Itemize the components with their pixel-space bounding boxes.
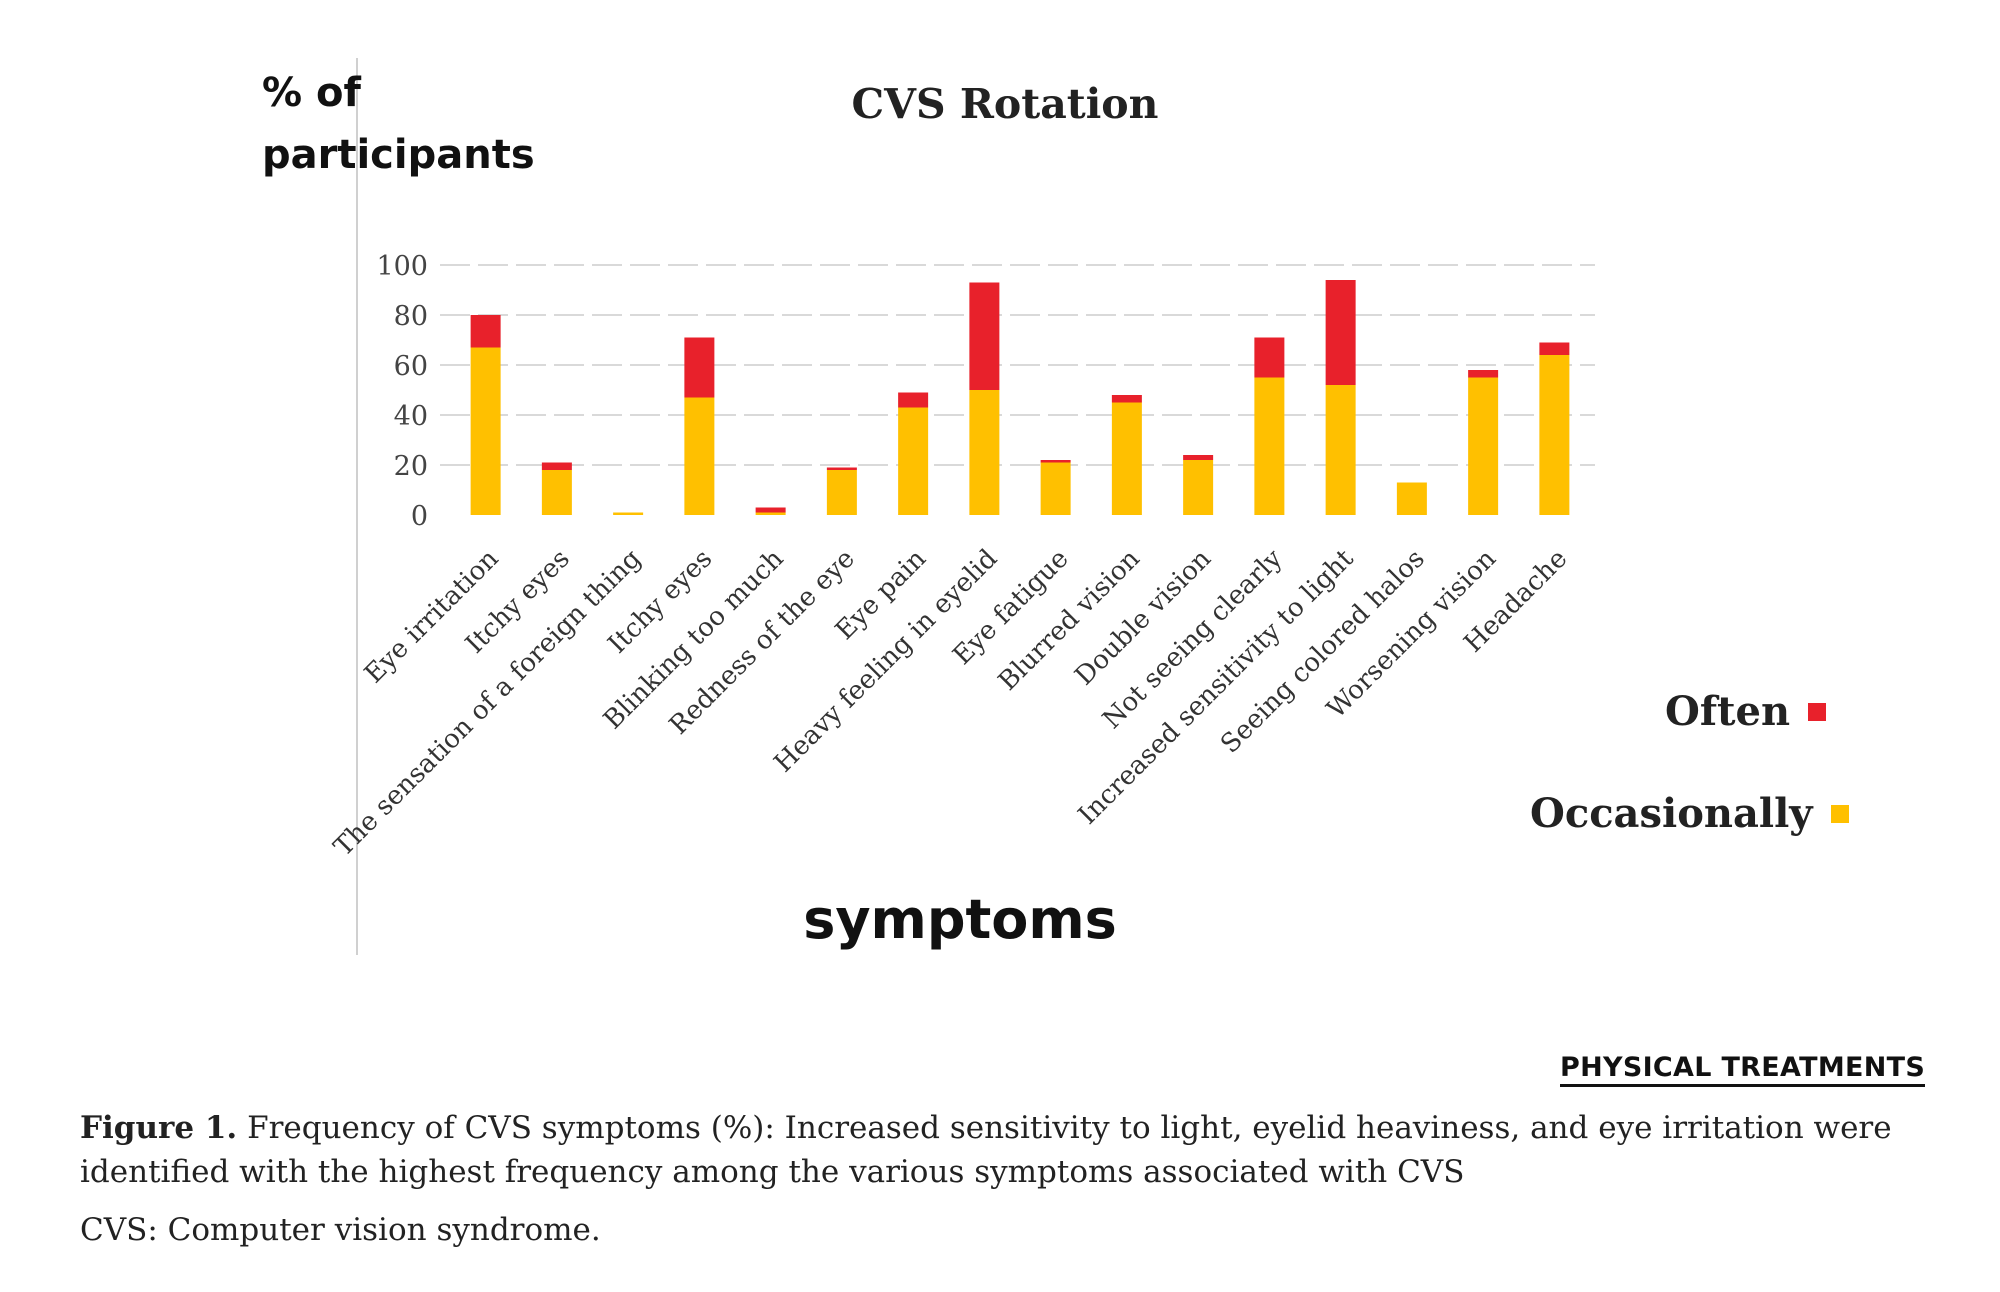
bar-occasionally-12 [1325, 385, 1356, 515]
bar-often-5 [826, 467, 857, 470]
y-tick-label-4: 80 [394, 301, 428, 332]
bar-often-4 [755, 507, 786, 513]
bar-occasionally-14 [1468, 377, 1499, 515]
bar-often-11 [1254, 337, 1285, 378]
bar-often-6 [898, 392, 929, 408]
bar-occasionally-2 [613, 512, 644, 515]
legend-often: Often [1665, 688, 1827, 735]
legend-occasionally: Occasionally [1530, 790, 1849, 837]
caption-text: Frequency of CVS symptoms (%): Increased… [80, 1110, 1892, 1190]
legend-occasionally-swatch [1830, 804, 1849, 823]
bar-often-12 [1325, 280, 1356, 385]
bar-often-9 [1111, 395, 1142, 403]
x-axis-title: symptoms [803, 888, 1117, 951]
caption-label: Figure 1. [80, 1110, 238, 1146]
bar-often-7 [969, 282, 1000, 390]
x-category-label-2: The sensation of a foreign thing [328, 544, 647, 863]
bar-often-14 [1468, 370, 1499, 378]
bar-occasionally-6 [898, 407, 929, 515]
legend-often-label: Often [1665, 688, 1791, 735]
legend-occasionally-label: Occasionally [1530, 790, 1813, 837]
bar-often-15 [1539, 342, 1570, 355]
y-tick-label-1: 20 [394, 451, 428, 482]
y-axis-title: % of participants [262, 70, 535, 178]
bar-occasionally-3 [684, 397, 715, 515]
bar-occasionally-9 [1111, 402, 1142, 515]
y-tick-label-0: 0 [411, 501, 428, 532]
chart-title: CVS Rotation [851, 80, 1159, 128]
bar-occasionally-5 [826, 470, 857, 515]
y-tick-label-3: 60 [394, 351, 428, 382]
bar-occasionally-4 [755, 512, 786, 515]
bar-occasionally-0 [470, 347, 501, 515]
bar-occasionally-8 [1040, 462, 1071, 515]
figure-caption: Figure 1. Frequency of CVS symptoms (%):… [80, 1106, 1950, 1194]
bar-occasionally-15 [1539, 355, 1570, 515]
journal-brand: PHYSICAL TREATMENTS [1560, 1052, 1926, 1087]
bar-often-0 [470, 315, 501, 348]
bar-often-3 [684, 337, 715, 398]
legend-often-swatch [1808, 702, 1827, 721]
bar-occasionally-13 [1396, 482, 1427, 515]
bar-often-10 [1183, 455, 1214, 460]
bar-often-8 [1040, 460, 1071, 463]
bar-occasionally-1 [541, 470, 572, 515]
bar-occasionally-11 [1254, 377, 1285, 515]
bar-occasionally-7 [969, 390, 1000, 515]
y-tick-label-2: 40 [394, 401, 428, 432]
bar-often-1 [541, 462, 572, 470]
abbreviation-note: CVS: Computer vision syndrome. [80, 1212, 601, 1248]
bar-occasionally-10 [1183, 460, 1214, 515]
y-tick-label-5: 100 [376, 251, 428, 282]
